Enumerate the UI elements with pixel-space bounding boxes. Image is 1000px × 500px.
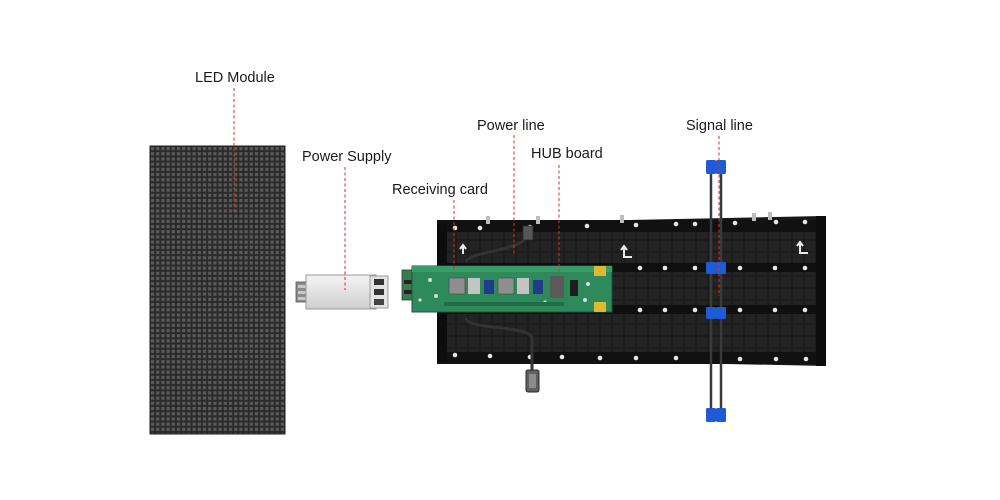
label-signal-line: Signal line: [686, 118, 753, 134]
label-led-module: LED Module: [195, 70, 275, 86]
cabinet-frame: [437, 212, 826, 366]
label-power-line: Power line: [477, 118, 545, 134]
power-line-cable: [464, 225, 540, 393]
label-receiving-card: Receiving card: [392, 182, 488, 198]
label-power-supply: Power Supply: [302, 149, 392, 165]
led-module: [149, 145, 286, 435]
receiving-card-and-hub-board: [401, 265, 613, 313]
label-hub-board: HUB board: [531, 146, 603, 162]
leader-lines: [233, 88, 720, 296]
power-supply: [295, 274, 389, 310]
